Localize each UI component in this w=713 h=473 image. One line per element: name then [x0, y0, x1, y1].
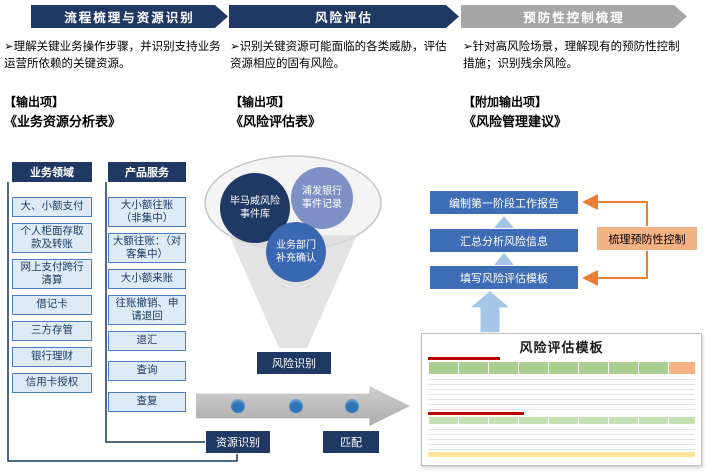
- output-item-1: 《业务资源分析表》: [4, 114, 122, 129]
- column-header-business-domain: 业务领域: [12, 162, 92, 182]
- output-item-3: 《风险管理建议》: [463, 114, 568, 129]
- table-section-label-band: [428, 412, 524, 415]
- business-domain-item: 三方存管: [12, 321, 92, 341]
- flow-dot-3: [345, 399, 359, 413]
- table-header-highlight-cell: [669, 362, 695, 374]
- business-domain-item: 大、小额支付: [12, 197, 92, 217]
- table-subheader-band: [428, 417, 695, 424]
- up-arrow-icon: [494, 253, 514, 265]
- template-title: 风险评估模板: [519, 340, 604, 355]
- flow-dot-1: [231, 399, 245, 413]
- stage-description-2: ➢识别关键资源可能面临的各类威胁，评估资源相应的固有风险。: [230, 41, 447, 71]
- orange-connector-top: [582, 194, 648, 226]
- funnel-source-business-dept-confirmation: 业务部门补充确认: [266, 222, 326, 282]
- business-domain-item: 个人柜面存取款及转账: [12, 223, 92, 253]
- stage-banner-preventive-control: 预防性控制梳理: [461, 5, 687, 28]
- table-section-label-band: [428, 357, 500, 360]
- stage-banner-process-sorting: 流程梳理与资源识别: [31, 5, 228, 28]
- product-service-item: 大小额往账（非集中）: [108, 197, 186, 227]
- match-box: 匹配: [323, 431, 379, 453]
- table-rows-band: [428, 458, 695, 461]
- product-service-item: 查复: [108, 392, 186, 412]
- table-rows-band: [428, 375, 695, 411]
- table-highlight-row: [428, 452, 695, 457]
- table-header-band: [428, 362, 695, 374]
- risk-identification-box: 风险识别: [257, 352, 331, 374]
- up-arrow-icon: [494, 216, 514, 228]
- flow-dot-2: [289, 399, 303, 413]
- right-arrow-shape: [196, 386, 410, 426]
- flow-box-compile-report: 编制第一阶段工作报告: [430, 191, 578, 214]
- product-service-item: 退汇: [108, 331, 186, 351]
- funnel-source-bank-event-records: 浦发银行事件记录: [291, 167, 353, 229]
- stage-banner-risk-assessment: 风险评估: [229, 5, 459, 28]
- column-header-product-service: 产品服务: [108, 162, 186, 182]
- risk-template-panel: 风险评估模板: [421, 333, 702, 466]
- template-table-preview: [428, 356, 695, 461]
- big-up-arrow-icon: [471, 291, 509, 332]
- table-rows-band: [428, 425, 695, 451]
- output-item-2: 《风险评估表》: [230, 114, 322, 129]
- orange-connector-bottom: [582, 251, 648, 286]
- flow-box-summarize-risk-info: 汇总分析风险信息: [430, 229, 578, 252]
- output-label-2: 【输出项】: [230, 95, 291, 109]
- output-label-3: 【附加输出项】: [463, 95, 548, 109]
- output-label-1: 【输出项】: [4, 95, 65, 109]
- stage-description-1: ➢理解关键业务操作步骤，并识别支持业务运营所依赖的关键资源。: [4, 41, 221, 71]
- business-domain-item: 信用卡授权: [12, 373, 92, 393]
- stage-description-3: ➢针对高风险场景，理解现有的预防性控制措施；识别残余风险。: [463, 41, 680, 71]
- product-service-item: 查询: [108, 361, 186, 381]
- product-service-item: 大额往账：（对客集中）: [108, 233, 186, 263]
- flow-box-fill-risk-template: 填写风险评估模板: [430, 266, 578, 289]
- preventive-control-box: 梳理预防性控制: [597, 227, 697, 250]
- resource-identification-box: 资源识别: [206, 431, 270, 453]
- business-domain-item: 银行理财: [12, 347, 92, 367]
- product-service-item: 往账撤销、申请退回: [108, 295, 186, 325]
- product-service-item: 大小额来账: [108, 269, 186, 289]
- business-domain-item: 借记卡: [12, 295, 92, 315]
- business-domain-item: 网上支付跨行清算: [12, 259, 92, 289]
